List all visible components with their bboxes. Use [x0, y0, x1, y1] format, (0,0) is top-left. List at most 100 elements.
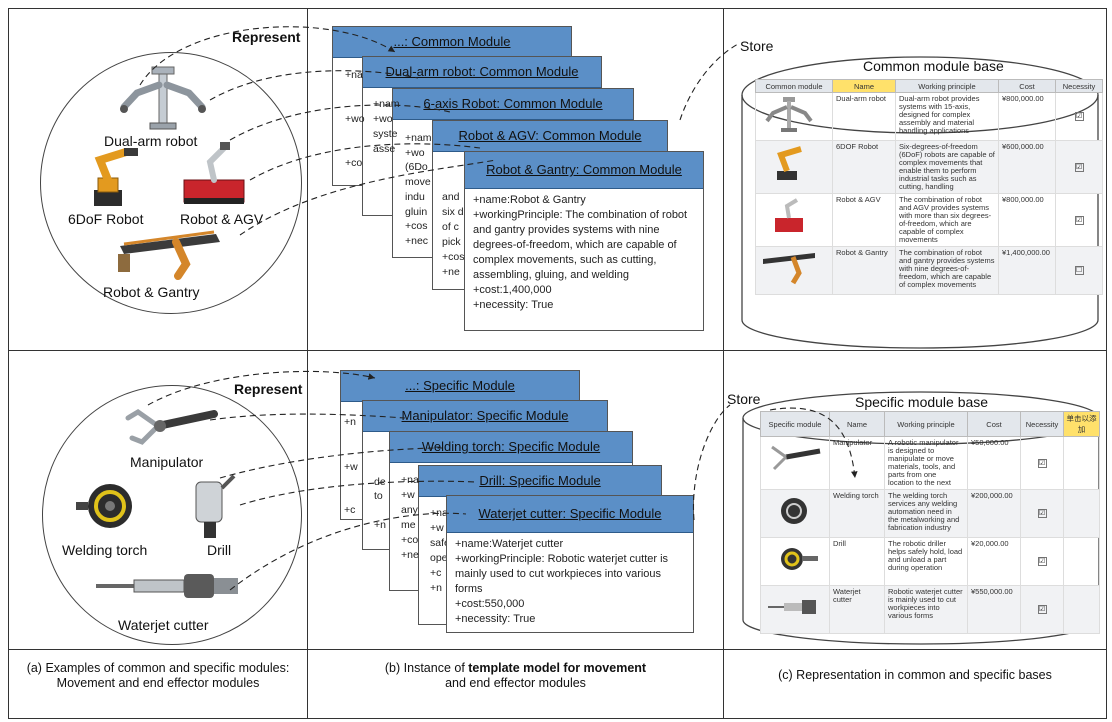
- manipulator-label: Manipulator: [130, 454, 204, 470]
- fragment-2: syste: [373, 128, 398, 140]
- row-1-name: 6DOF Robot: [832, 140, 896, 194]
- sfragment-17: +n: [430, 582, 442, 594]
- caption-b-bold: template model for movement: [468, 661, 647, 675]
- scol-working-principle: Working principle: [884, 411, 968, 437]
- row-2-cost: ¥800,000.00: [998, 193, 1056, 247]
- fragment-19: +cos: [442, 251, 465, 263]
- srow-0-necessity-checkbox[interactable]: ☑: [1037, 458, 1047, 468]
- store-label-bottom: Store: [727, 391, 761, 407]
- srow-0-principle: A robotic manipulator is designed to man…: [884, 436, 968, 490]
- srow-1-principle: The welding torch services any welding a…: [884, 489, 968, 538]
- row-1-cost: ¥600,000.00: [998, 140, 1056, 194]
- row-0-name: Dual-arm robot: [832, 92, 896, 141]
- row-3-principle: The combination of robot and gantry prov…: [895, 246, 999, 295]
- specific-card-4-title: Waterjet cutter: Specific Module: [447, 496, 693, 533]
- caption-b: (b) Instance of template model for movem…: [309, 661, 722, 691]
- sfragment-1: +w: [344, 461, 358, 473]
- caption-a-line-2: Movement and end effector modules: [56, 676, 260, 690]
- sfragment-6: +na: [401, 474, 419, 486]
- row-2-name: Robot & AGV: [832, 193, 896, 247]
- store-label-top: Store: [740, 38, 774, 54]
- sfragment-9: me: [401, 519, 416, 531]
- dual-arm-robot-label: Dual-arm robot: [104, 133, 198, 149]
- common-card-4-line-3: +necessity: True: [473, 299, 554, 311]
- row-2-necessity-checkbox[interactable]: ☑: [1074, 215, 1084, 225]
- fragment-15: and: [442, 191, 460, 203]
- common-card-3-title: Robot & AGV: Common Module: [433, 121, 667, 152]
- row-3-name: Robot & Gantry: [832, 246, 896, 295]
- specific-card-4: Waterjet cutter: Specific Module +name:W…: [446, 495, 694, 633]
- row-0-cost: ¥800,000.00: [998, 92, 1056, 141]
- col-name: Name: [832, 79, 896, 93]
- scol-add[interactable]: 单击以添加: [1063, 411, 1100, 437]
- common-card-0-title: ...: Common Module: [333, 27, 571, 58]
- specific-base-table: Specific module Name Working principle C…: [760, 411, 1100, 634]
- welding-torch-label: Welding torch: [62, 542, 148, 558]
- robot-agv-label: Robot & AGV: [180, 211, 264, 227]
- srow-2-cost: ¥20,000.00: [967, 537, 1021, 586]
- row-3-necessity-checkbox[interactable]: ☐: [1074, 266, 1084, 275]
- sfragment-3: to: [374, 490, 383, 502]
- drill-label: Drill: [207, 542, 232, 558]
- scol-name: Name: [829, 411, 885, 437]
- robot-agv-image: [183, 142, 245, 204]
- srow-1-necessity-checkbox[interactable]: ☑: [1037, 509, 1047, 518]
- fragment-14: +wo: [405, 147, 425, 159]
- common-card-4-line-2: +cost:1,400,000: [473, 284, 552, 296]
- manipulator-image: [125, 409, 218, 445]
- caption-b-prefix: (b) Instance of: [384, 661, 469, 675]
- sfragment-5: +n: [374, 519, 386, 531]
- fragment-10: gluin: [405, 206, 428, 218]
- sfragment-11: +ne: [401, 549, 419, 561]
- srow-3-necessity-checkbox[interactable]: ☑: [1037, 605, 1047, 614]
- common-card-4-line-1: +workingPrinciple: The combination of ro…: [473, 209, 688, 281]
- srow-1-cost: ¥200,000.00: [967, 489, 1021, 538]
- common-card-2-title: 6-axis Robot: Common Module: [393, 89, 633, 120]
- fragment-4: +co: [345, 157, 363, 169]
- fragment-20: +ne: [442, 266, 460, 278]
- specific-card-1-title: Manipulator: Specific Module: [363, 401, 607, 432]
- common-base-title: Common module base: [863, 58, 1004, 74]
- 6dof-robot-image: [94, 148, 138, 206]
- robot-gantry-label: Robot & Gantry: [103, 284, 200, 300]
- 6dof-robot-label: 6DoF Robot: [68, 211, 144, 227]
- srow-0-image: [760, 436, 830, 490]
- caption-c: (c) Representation in common and specifi…: [725, 668, 1105, 683]
- scol-specific-module: Specific module: [760, 411, 830, 437]
- fragment-5: +nam: [373, 98, 400, 110]
- fragment-3: asse: [373, 143, 396, 155]
- sfragment-7: +w: [401, 489, 415, 501]
- fragment-13: +nam: [405, 132, 432, 144]
- srow-2-name: Drill: [829, 537, 885, 586]
- row-0-principle: Dual-arm robot provides systems with 15-…: [895, 92, 999, 141]
- specific-card-4-line-0: +name:Waterjet cutter: [455, 538, 564, 550]
- col-cost: Cost: [998, 79, 1056, 93]
- srow-2-necessity-checkbox[interactable]: ☑: [1037, 557, 1047, 566]
- row-1-principle: Six-degrees-of-freedom (6DoF) robots are…: [895, 140, 999, 194]
- waterjet-cutter-label: Waterjet cutter: [118, 617, 209, 633]
- robot-gantry-image: [118, 230, 220, 280]
- common-card-4-title: Robot & Gantry: Common Module: [465, 152, 703, 189]
- sfragment-13: +w: [430, 522, 444, 534]
- row-3-image: [755, 246, 833, 295]
- row-1-necessity-checkbox[interactable]: ☑: [1074, 162, 1084, 172]
- specific-card-3-title: Drill: Specific Module: [419, 466, 661, 497]
- row-0-necessity-checkbox[interactable]: ☑: [1074, 112, 1084, 121]
- col-common-module: Common module: [755, 79, 833, 93]
- common-card-4: Robot & Gantry: Common Module +name:Robo…: [464, 151, 704, 331]
- fragment-0: +na: [345, 69, 363, 81]
- caption-c-cell: [723, 649, 1107, 719]
- sfragment-4: +c: [344, 504, 356, 516]
- sfragment-15: ope: [430, 552, 448, 564]
- fragment-12: +nec: [405, 235, 429, 247]
- srow-0-cost: ¥50,000.00: [967, 436, 1021, 490]
- caption-a: (a) Examples of common and specific modu…: [10, 661, 306, 691]
- srow-1-name: Welding torch: [829, 489, 885, 538]
- srow-3-image: [760, 585, 830, 634]
- welding-torch-image: [76, 484, 132, 528]
- fragment-11: +cos: [405, 220, 428, 232]
- specific-base-title: Specific module base: [855, 394, 989, 410]
- caption-c-line: (c) Representation in common and specifi…: [778, 668, 1052, 682]
- specific-card-2-title: Welding torch: Specific Module: [390, 432, 632, 463]
